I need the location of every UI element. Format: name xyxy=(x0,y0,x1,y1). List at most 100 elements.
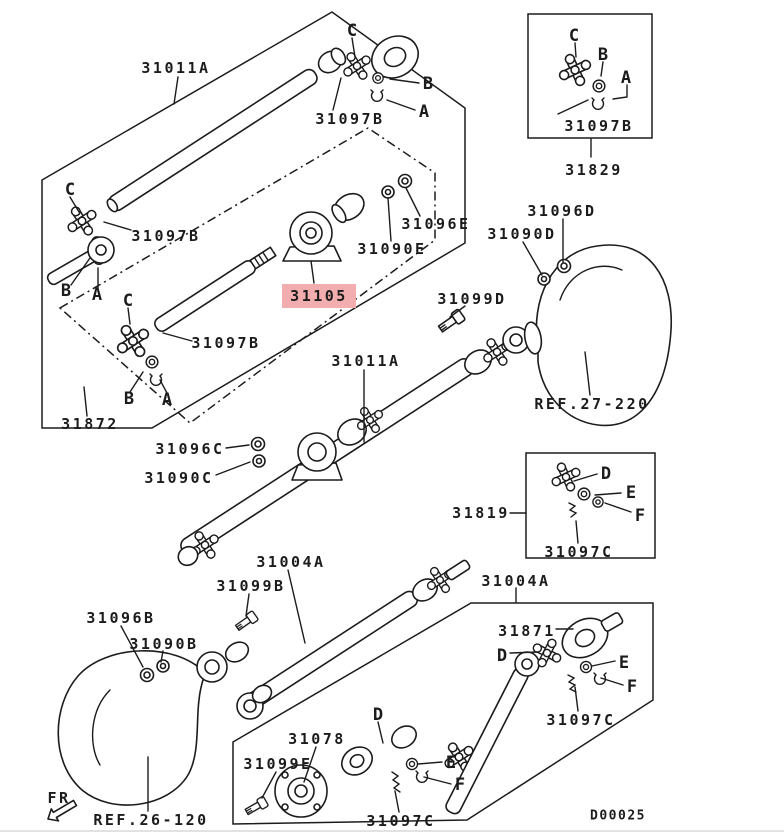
part-label-31097c[interactable]: 31097C xyxy=(546,711,615,729)
part-label-31004a-alt[interactable]: 31004A xyxy=(481,572,550,590)
callout-e: E xyxy=(446,753,456,773)
diagram-code: D00025 xyxy=(590,809,646,824)
callout-c: C xyxy=(65,180,75,200)
part-label-31097b[interactable]: 31097B xyxy=(315,110,384,128)
part-label-31078[interactable]: 31078 xyxy=(288,730,346,748)
callout-c: C xyxy=(569,26,579,46)
flange-yoke xyxy=(371,35,419,79)
part-label-31090c[interactable]: 31090C xyxy=(144,469,213,487)
callout-d: D xyxy=(373,705,383,725)
part-labels: 31011A C 31097B B A C 31097B B A 31872 C… xyxy=(47,21,649,830)
callout-e: E xyxy=(626,483,636,503)
callout-b: B xyxy=(423,74,433,94)
callout-e: E xyxy=(619,653,629,673)
washer xyxy=(252,454,266,468)
part-label-31872[interactable]: 31872 xyxy=(61,415,119,433)
callout-b: B xyxy=(61,281,71,301)
part-label-31090b[interactable]: 31090B xyxy=(129,635,198,653)
part-label-31097b[interactable]: 31097B xyxy=(131,227,200,245)
front-direction-arrow-icon xyxy=(47,799,78,822)
shaft-yoke xyxy=(331,192,365,224)
yoke-31871 xyxy=(561,617,609,659)
part-label-31004a-rear[interactable]: 31004A xyxy=(256,553,325,571)
part-label-31097b[interactable]: 31097B xyxy=(191,334,260,352)
part-label-31090e[interactable]: 31090E xyxy=(357,240,426,258)
snap-ring xyxy=(415,770,429,783)
spring xyxy=(568,502,578,518)
joint-kit-box-31829 xyxy=(527,13,653,139)
joint-kit-31819-contents xyxy=(545,456,604,518)
part-label-31011a-front[interactable]: 31011A xyxy=(141,59,210,77)
enclosure-outlines xyxy=(41,11,656,825)
callout-b: B xyxy=(598,45,608,65)
leader-lines xyxy=(69,37,632,813)
part-label-31099e[interactable]: 31099E xyxy=(243,755,312,773)
part-label-31090d[interactable]: 31090D xyxy=(487,225,556,243)
callout-a: A xyxy=(162,390,172,410)
part-label-31105-selected[interactable]: 31105 xyxy=(290,287,348,305)
callout-f: F xyxy=(455,775,465,795)
callout-c: C xyxy=(347,21,357,41)
part-label-31871[interactable]: 31871 xyxy=(498,622,556,640)
part-label-31096d[interactable]: 31096D xyxy=(527,202,596,220)
snap-ring xyxy=(370,89,384,102)
bushing xyxy=(372,72,384,84)
callout-d: D xyxy=(601,464,611,484)
center-bearing-subassembly-drawing xyxy=(46,173,413,386)
spring xyxy=(567,674,577,693)
part-label-31819[interactable]: 31819 xyxy=(452,504,510,522)
part-label-31099b[interactable]: 31099B xyxy=(216,577,285,595)
universal-joint-cross xyxy=(552,47,598,93)
shaft-yoke xyxy=(341,746,373,776)
nut xyxy=(405,757,419,771)
callout-b: B xyxy=(124,389,134,409)
bolt xyxy=(243,795,270,818)
ref-label-26-120[interactable]: REF.26-120 xyxy=(93,811,208,829)
center-bearing-subassembly-dashed-box xyxy=(58,127,436,424)
ref-label-27-220[interactable]: REF.27-220 xyxy=(534,395,649,413)
washer xyxy=(381,185,395,199)
bolt xyxy=(436,307,467,336)
front-propeller-shaft-drawing xyxy=(59,35,419,265)
nut xyxy=(250,436,266,452)
snap-ring xyxy=(591,97,605,110)
nut xyxy=(139,667,155,683)
part-label-31097c[interactable]: 31097C xyxy=(544,543,613,561)
washer xyxy=(537,272,551,286)
rear-propeller-shaft-drawing xyxy=(57,559,471,806)
bushing xyxy=(145,355,159,369)
part-label-31096c[interactable]: 31096C xyxy=(155,440,224,458)
nut xyxy=(577,487,591,501)
callout-a: A xyxy=(419,102,429,122)
washer xyxy=(592,496,604,508)
shaft-yoke xyxy=(317,47,347,74)
callout-f: F xyxy=(627,677,637,697)
part-label-31097c[interactable]: 31097C xyxy=(366,812,435,830)
washer xyxy=(156,659,170,673)
callout-f: F xyxy=(635,506,645,526)
callout-a: A xyxy=(92,285,102,305)
rear-axle-housing xyxy=(57,650,206,806)
nut xyxy=(556,258,572,274)
nut xyxy=(579,660,593,674)
front-assembly-box xyxy=(41,11,466,429)
callout-c: C xyxy=(123,291,133,311)
callout-d: D xyxy=(497,646,507,666)
part-label-31829[interactable]: 31829 xyxy=(565,161,623,179)
joint-kit-box-31819 xyxy=(525,452,656,559)
main-propeller-shaft-drawing xyxy=(177,244,673,567)
part-label-31011a-main[interactable]: 31011A xyxy=(331,352,400,370)
bushing xyxy=(592,79,606,93)
callout-a: A xyxy=(621,68,631,88)
part-label-31099d[interactable]: 31099D xyxy=(437,290,506,308)
front-direction-label: FR xyxy=(47,789,70,807)
part-label-31097b[interactable]: 31097B xyxy=(564,117,633,135)
spring xyxy=(391,771,401,793)
alt-assembly-box xyxy=(232,602,654,825)
part-label-31096e[interactable]: 31096E xyxy=(401,215,470,233)
alt-assembly-drawing xyxy=(243,612,624,818)
selected-part-highlight xyxy=(282,284,356,308)
part-label-31096b[interactable]: 31096B xyxy=(86,609,155,627)
